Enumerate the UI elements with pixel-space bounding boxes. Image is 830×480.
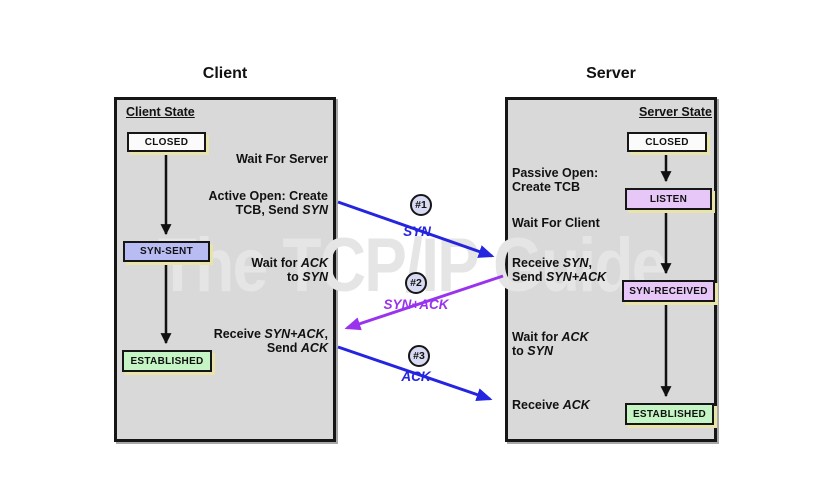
server-state-established: ESTABLISHED bbox=[625, 403, 714, 425]
message-2-badge: #2 bbox=[405, 272, 427, 294]
message-1-syn-arrow bbox=[337, 200, 495, 258]
message-1-label: SYN bbox=[403, 224, 431, 239]
client-annotation-receive-synack: Receive SYN+ACK,Send ACK bbox=[213, 327, 328, 355]
client-annotation-wait-for-server: Wait For Server bbox=[236, 152, 328, 166]
server-annotation-receive-syn: Receive SYN,Send SYN+ACK bbox=[512, 256, 607, 284]
server-annotation-passive-open: Passive Open:Create TCB bbox=[512, 166, 599, 194]
message-3-ack-arrow bbox=[337, 345, 493, 401]
client-state-syn-sent: SYN-SENT bbox=[123, 241, 210, 262]
server-state-closed: CLOSED bbox=[627, 132, 707, 152]
server-state-listen: LISTEN bbox=[625, 188, 712, 210]
watermark-text: The TCP/IP Guide bbox=[158, 223, 667, 308]
client-state-closed: CLOSED bbox=[127, 132, 206, 152]
message-2-label: SYN+ACK bbox=[383, 297, 449, 312]
message-3-label: ACK bbox=[401, 369, 431, 384]
server-panel bbox=[505, 97, 717, 442]
server-annotation-receive-ack: Receive ACK bbox=[512, 398, 590, 412]
message-3-badge: #3 bbox=[408, 345, 430, 367]
message-2-synack-arrow bbox=[344, 274, 504, 331]
client-state-established: ESTABLISHED bbox=[122, 350, 212, 372]
server-title: Server bbox=[586, 65, 636, 82]
server-state-header: Server State bbox=[639, 105, 712, 119]
client-state-header: Client State bbox=[126, 105, 195, 119]
client-panel bbox=[114, 97, 336, 442]
server-annotation-wait-for-client: Wait For Client bbox=[512, 216, 600, 230]
client-title: Client bbox=[202, 65, 248, 82]
message-1-badge: #1 bbox=[410, 194, 432, 216]
server-state-syn-received: SYN-RECEIVED bbox=[622, 280, 715, 302]
